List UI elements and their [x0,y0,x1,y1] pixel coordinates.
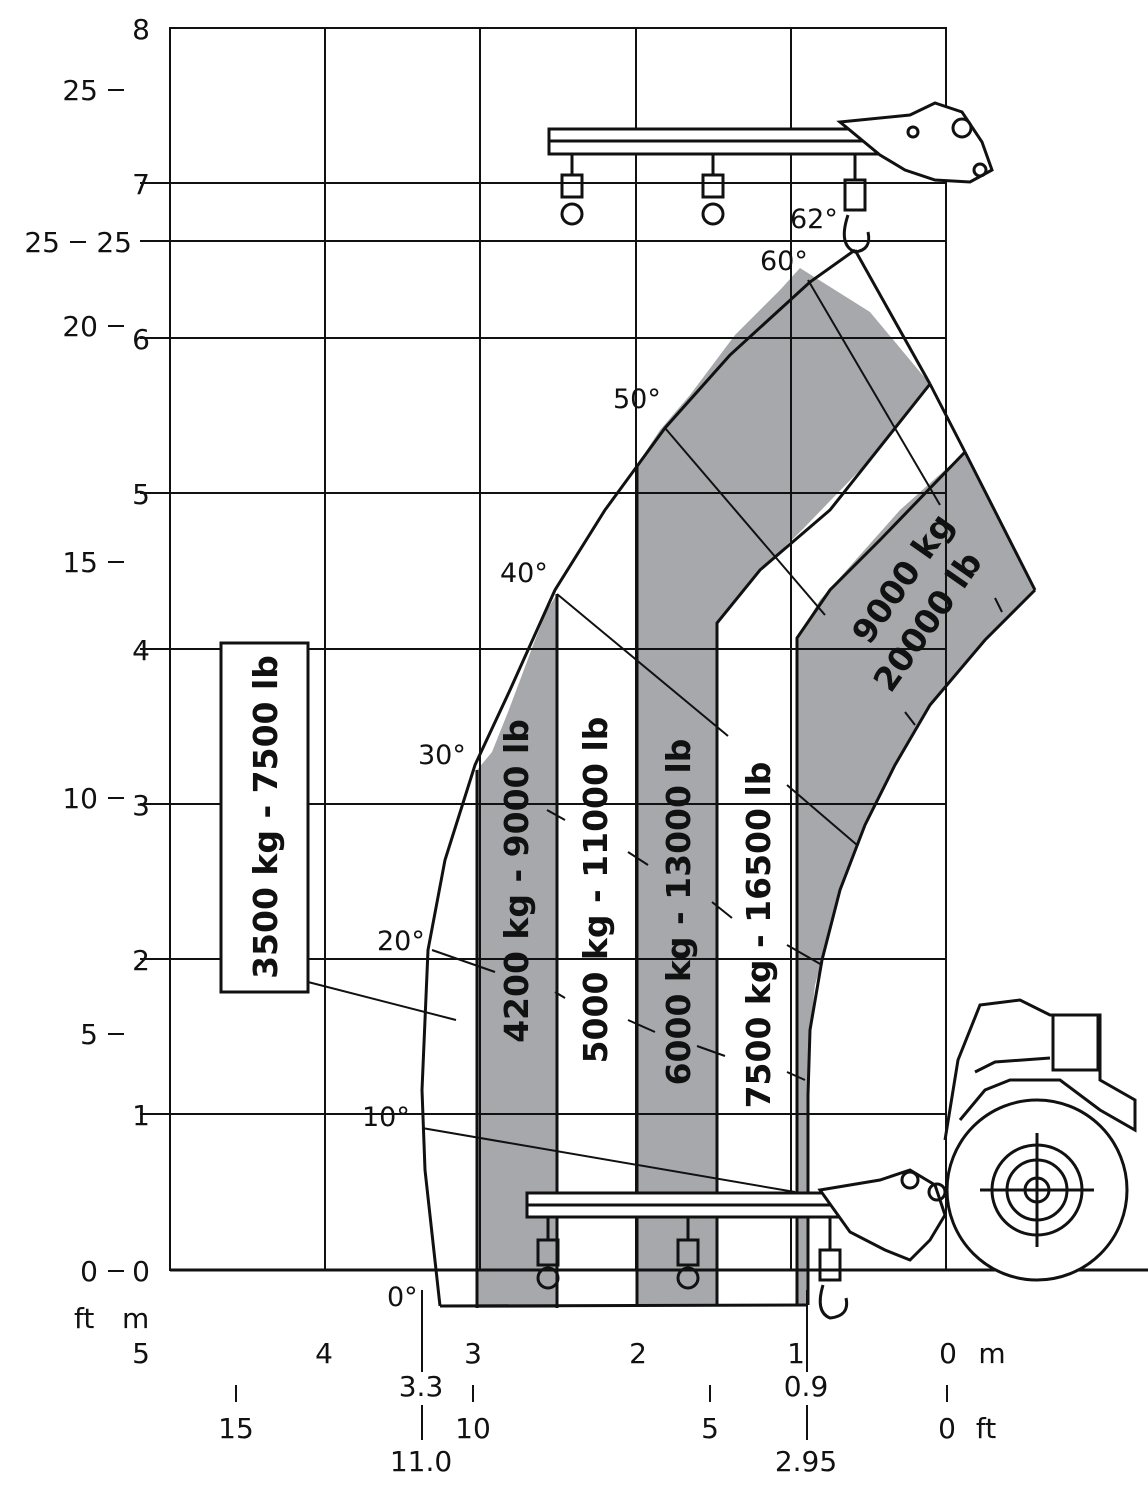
hook-upper-mid [701,154,725,226]
angle-label: 0° [387,1282,418,1313]
y-tick-m: 8 [132,13,150,46]
hook-upper-right [842,154,871,254]
x-tick-m: 2 [629,1337,647,1370]
x-unit-ft: ft [976,1412,996,1445]
zone-5000kg-label: 5000 kg - 11000 lb [576,717,615,1064]
y-tick-m: 4 [132,634,150,667]
x-tick-m: 1 [787,1337,805,1370]
y-unit-m: m [122,1302,149,1335]
y-tick-ft: 10 [62,782,98,815]
y-marker-m: 25 [96,226,132,259]
envelope [420,248,1037,1308]
zone-6000kg [637,268,930,1306]
zone-4200kg [477,594,557,1308]
angle-label: 20° [377,926,425,957]
y-tick-ft: 15 [62,546,98,579]
zone-9000kg [797,452,1035,1305]
angle-lines [307,279,1003,1193]
x-tick-m: 4 [315,1337,333,1370]
x-marker-ft: 11.0 [390,1445,452,1478]
y-tick-m: 1 [132,1099,150,1132]
angle-label: 10° [362,1102,410,1133]
angle-label: 62° [790,204,838,235]
zone-6000kg-label: 6000 kg - 13000 lb [659,739,698,1086]
inner-arc [806,588,1037,1305]
x-unit-m: m [978,1337,1005,1370]
hook-upper-left [560,154,584,226]
zone-3500kg-label: 3500 kg - 7500 lb [246,655,285,979]
x-axis-ft: 15 10 5 0 ft 11.0 2.95 [218,1290,996,1478]
x-tick-ft: 0 [938,1412,956,1445]
hook-lower-right [818,1217,849,1320]
angle-label: 40° [500,558,548,589]
y-tick-m: 2 [132,944,150,977]
x-tick-ft: 15 [218,1412,254,1445]
hook-lower-mid [676,1217,700,1290]
y-tick-ft: 25 [24,226,60,259]
y-unit-ft: ft [74,1302,94,1335]
x-tick-ft: 10 [455,1412,491,1445]
x-marker-m: 3.3 [399,1370,444,1403]
zone-7500kg-label: 7500 kg - 16500 lb [739,762,778,1109]
x-marker-ft: 2.95 [775,1445,837,1478]
angle-label: 30° [418,740,466,771]
y-tick-m: 7 [132,168,150,201]
angle-label: 50° [613,384,661,415]
lower-boom [525,1168,947,1320]
x-tick-m: 5 [132,1337,150,1370]
zone-4200kg-label: 4200 kg - 9000 lb [497,719,536,1043]
y-tick-ft: 20 [62,310,98,343]
y-tick-ft: 25 [62,74,98,107]
hook-lower-left [536,1217,560,1290]
y-tick-ft: 5 [80,1018,98,1051]
y-tick-m: 3 [132,789,150,822]
zone-3500kg-box [219,641,310,994]
x-marker-m: 0.9 [784,1370,829,1403]
y-tick-m: 0 [132,1255,150,1288]
angle-labels: 0° 10° 20° 30° 40° 50° 60° 62° [362,204,838,1313]
x-axis-m: 5 4 3 2 1 0 m 3.3 0.9 [132,1337,1006,1403]
y-tick-ft: 0 [80,1255,98,1288]
x-tick-ft: 5 [701,1412,719,1445]
machine-front [943,998,1137,1282]
y-tick-m: 6 [132,323,150,356]
y-axis-m: 0 1 2 3 4 5 6 7 8 25 [96,13,150,1288]
x-tick-m: 3 [464,1337,482,1370]
upper-boom [547,101,994,254]
y-axis-ft: 0 5 10 15 20 25 25 ft m [24,74,149,1335]
angle-label: 60° [760,246,808,277]
outer-arc [420,248,856,1307]
y-tick-m: 5 [132,478,150,511]
load-zones [477,268,1035,1308]
x-tick-m: 0 [939,1337,957,1370]
